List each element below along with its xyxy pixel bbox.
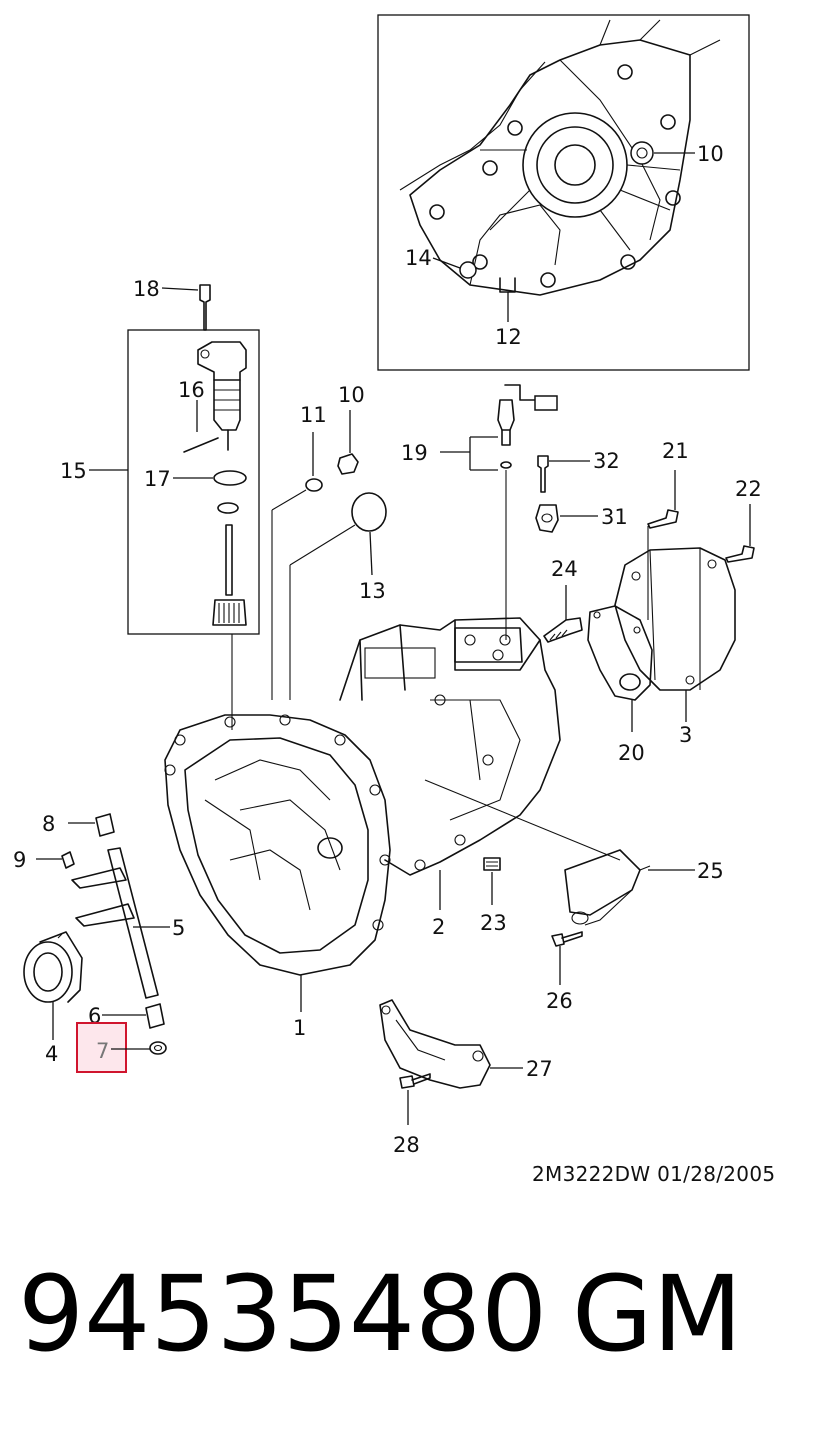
callout-20: 20 — [618, 741, 645, 765]
part-32-bolt — [537, 455, 549, 493]
part-27-bracket — [379, 999, 491, 1089]
exploded-parts-diagram: 10 14 12 18 16 17 15 11 10 — [13, 14, 762, 1157]
callout-3: 3 — [679, 723, 692, 747]
part-21-bolt — [647, 509, 679, 529]
callout-19: 19 — [401, 441, 428, 465]
callout-2: 2 — [432, 915, 445, 939]
part-25-bracket — [564, 849, 641, 916]
callout-12: 12 — [495, 325, 522, 349]
part-19-sensor — [497, 384, 558, 469]
part-10-plug — [337, 453, 359, 475]
part-24-bolt — [543, 617, 583, 643]
callout-16: 16 — [178, 378, 205, 402]
speedometer-driven-gear-assembly — [183, 284, 247, 626]
callout-4: 4 — [45, 1042, 58, 1066]
callout-28: 28 — [393, 1133, 420, 1157]
part-28-bolt — [399, 1075, 415, 1089]
callout-7: 7 — [96, 1039, 109, 1063]
inset-frame — [377, 14, 750, 371]
part-2-transaxle-case — [339, 617, 561, 876]
diagram-reference-code: 2M3222DW 01/28/2005 — [532, 1162, 776, 1186]
part-13-o-ring — [351, 492, 387, 532]
callout-5: 5 — [172, 916, 185, 940]
part-1-clutch-housing — [164, 714, 391, 976]
callout-11: 11 — [300, 403, 327, 427]
callout-22: 22 — [735, 477, 762, 501]
callout-14: 14 — [405, 246, 432, 270]
callout-10: 10 — [338, 383, 365, 407]
callout-25: 25 — [697, 859, 724, 883]
callout-17: 17 — [144, 467, 171, 491]
callout-13: 13 — [359, 579, 386, 603]
callout-15: 15 — [60, 459, 87, 483]
part-7-seal — [149, 1041, 167, 1055]
part-20-gasket — [587, 605, 653, 701]
callout-27: 27 — [526, 1057, 553, 1081]
part-5-shaft — [107, 847, 159, 999]
callout-23: 23 — [480, 911, 507, 935]
part-9-pin — [61, 851, 75, 869]
callout-26: 26 — [546, 989, 573, 1013]
part-8-bushing — [95, 813, 115, 837]
group-15-frame — [127, 329, 260, 635]
callout-21: 21 — [662, 439, 689, 463]
part-number: 94535480 — [18, 1253, 548, 1375]
part-11-washer — [305, 478, 323, 492]
part-6-bushing — [145, 1003, 165, 1029]
callout-9: 9 — [13, 848, 26, 872]
part-31-bracket — [535, 504, 559, 533]
callout-32: 32 — [593, 449, 620, 473]
brand-name: GM — [572, 1253, 743, 1375]
part-7-highlight[interactable]: 7 — [76, 1022, 150, 1073]
callout-10-inset: 10 — [697, 142, 724, 166]
part-26-bolt — [551, 933, 565, 947]
part-3-rear-cover — [614, 547, 736, 691]
callout-31: 31 — [601, 505, 628, 529]
callout-18: 18 — [133, 277, 160, 301]
callout-8: 8 — [42, 812, 55, 836]
highlight-box-part-7[interactable] — [76, 1022, 127, 1073]
part-23-plug — [483, 857, 501, 871]
part-4-release-bearing — [23, 931, 83, 1003]
callout-24: 24 — [551, 557, 578, 581]
callout-1: 1 — [293, 1016, 306, 1040]
part-22-bolt — [725, 545, 755, 563]
inset-housing-detail — [377, 14, 750, 371]
